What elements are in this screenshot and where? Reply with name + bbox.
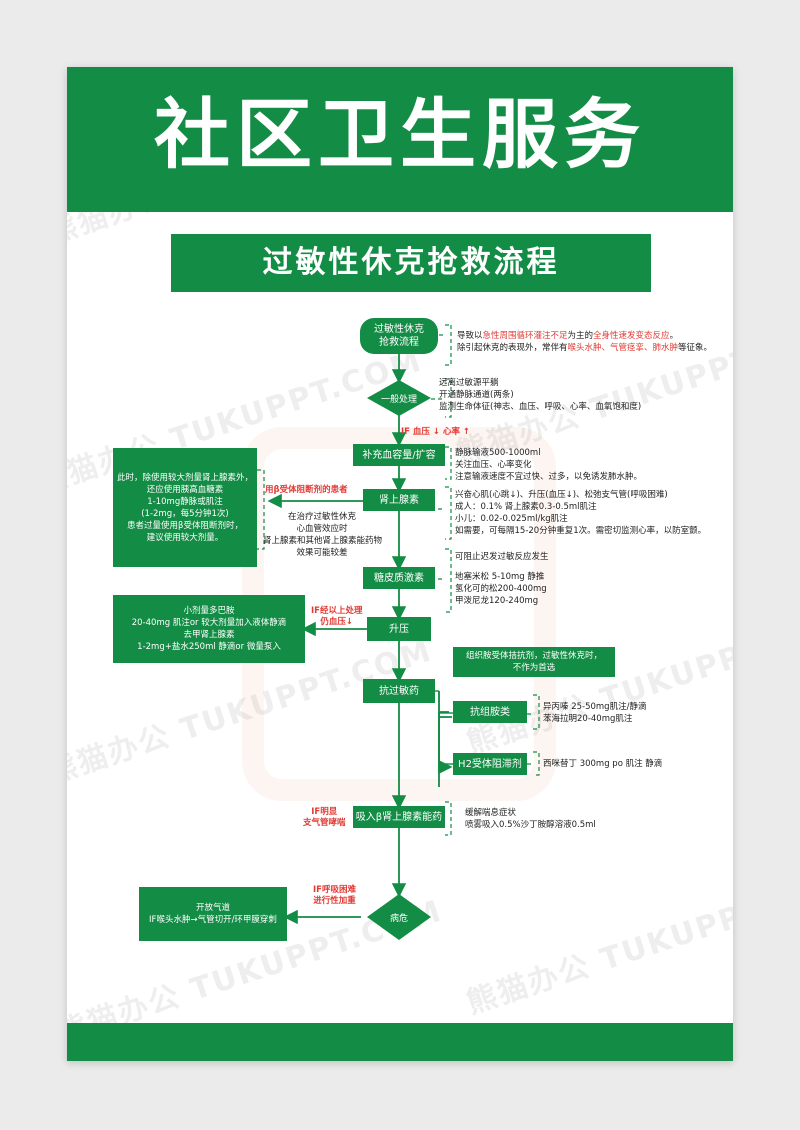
flow-antihistamine: 抗组胺类 xyxy=(453,701,527,723)
note-text: 等征象。 xyxy=(678,343,713,353)
note-line: 可阻止迟发过敏反应发生 xyxy=(455,552,549,562)
note-line: 静脉输液500-1000ml xyxy=(455,448,541,458)
note-line: 喷雾吸入0.5%沙丁胺醇溶液0.5ml xyxy=(465,820,596,830)
note-line: 开通静脉通道(两条) xyxy=(439,390,514,400)
note-line: 甲泼尼龙120-240mg xyxy=(455,596,539,606)
flow-pressor: 升压 xyxy=(367,617,431,641)
note-line: 成人：0.1% 肾上腺素0.3-0.5ml肌注 xyxy=(455,502,597,512)
note-general: 远离过敏源平躺 开通静脉通道(两条) 监测生命体征(神志、血压、呼吸、心率、血氧… xyxy=(439,377,641,413)
note-line: 异丙嗪 25-50mg肌注/静滴 xyxy=(543,702,647,712)
note-inhaled: 缓解喘息症状 喷雾吸入0.5%沙丁胺醇溶液0.5ml xyxy=(465,807,596,831)
note-line: 去甲肾上腺素 xyxy=(183,630,235,640)
poster: 熊猫办公 TUKUPPT.COM 熊猫办公 TUKUPPT.COM 熊猫办公 T… xyxy=(67,67,733,1061)
condition-line: IF经以上处理 xyxy=(311,606,363,616)
note-text: 。 xyxy=(669,331,679,341)
note-beta-blocker-treatment: 此时，除使用较大剂量肾上腺素外， 还应使用胰高血糖素 1-10mg静脉或肌注 (… xyxy=(113,448,257,567)
condition-dyspnea: IF呼吸困难 进行性加重 xyxy=(313,885,356,907)
flow-connectors xyxy=(257,324,540,940)
footer-band xyxy=(67,1023,733,1061)
note-line: (1-2mg，每5分钟1次) xyxy=(141,508,229,519)
note-antihistamine-info: 组织胺受体拮抗剂，过敏性休克时， 不作为首选 xyxy=(453,647,615,677)
header-band: 社区卫生服务 xyxy=(67,67,733,212)
note-line: 小儿：0.02-0.025ml/kg肌注 xyxy=(455,514,568,524)
note-text: 为主的 xyxy=(567,331,594,341)
flow-inhaled-beta: 吸入β肾上腺素能药 xyxy=(353,806,445,828)
condition-line: 进行性加重 xyxy=(313,896,356,906)
note-line: 除引起休克的表现外，常伴有喉头水肿、气管痉挛、肺水肿等征象。 xyxy=(457,342,712,354)
note-line: 建议使用较大剂量。 xyxy=(146,532,224,543)
condition-line: 支气管哮喘 xyxy=(303,818,346,828)
note-line: 效果可能较差 xyxy=(296,548,348,558)
note-line: 缓解喘息症状 xyxy=(465,808,517,818)
bracket xyxy=(431,378,452,418)
note-epinephrine: 兴奋心肌(心跳↓)、升压(血压↓)、松弛支气管(呼吸困难) 成人：0.1% 肾上… xyxy=(455,489,706,537)
flow-h2-blocker: H2受体阻滞剂 xyxy=(453,753,527,775)
note-line: 导致以急性周围循环灌注不足为主的全身性速发变态反应。 xyxy=(457,330,712,342)
note-line: 患者过量使用β受体阻断剂时， xyxy=(127,520,243,531)
note-text: 导致以 xyxy=(457,331,483,341)
note-line: 地塞米松 5-10mg 静推 xyxy=(455,572,545,582)
condition-bronchospasm: IF明显 支气管哮喘 xyxy=(303,807,346,829)
note-steroid: 可阻止迟发过敏反应发生 地塞米松 5-10mg 静推 氢化可的松200-400m… xyxy=(455,551,549,607)
note-line: 苯海拉明20-40mg肌注 xyxy=(543,714,633,724)
note-beta-blocker-effect: 在治疗过敏性休克 心血管效应时 肾上腺素和其他肾上腺素能药物 效果可能较差 xyxy=(263,511,383,559)
decision-diamond xyxy=(367,894,431,940)
flow-critical: 病危 xyxy=(389,914,408,924)
note-line: 注意输液速度不宜过快、过多，以免诱发肺水肿。 xyxy=(455,472,643,482)
flow-general-care: 一般处理 xyxy=(380,395,417,405)
condition-bp-low: IF 血压 ↓ 心率 ↑ xyxy=(401,427,471,437)
decision-diamond xyxy=(367,380,431,416)
flow-start: 过敏性休克 抢救流程 xyxy=(360,318,438,354)
flow-epinephrine: 肾上腺素 xyxy=(363,489,435,511)
note-text: 除引起休克的表现外，常伴有 xyxy=(457,343,568,353)
note-line: 兴奋心肌(心跳↓)、升压(血压↓)、松弛支气管(呼吸困难) xyxy=(455,490,668,500)
page-title: 社区卫生服务 xyxy=(154,90,646,179)
note-line: 远离过敏源平躺 xyxy=(439,378,499,388)
flow-steroid: 糖皮质激素 xyxy=(363,567,435,589)
note-line: 此时，除使用较大剂量肾上腺素外， xyxy=(116,472,253,483)
flow-antiallergy: 抗过敏药 xyxy=(363,679,435,703)
flow-fluid: 补充血容量/扩容 xyxy=(353,444,445,466)
note-h2: 西咪替丁 300mg po 肌注 静滴 xyxy=(543,759,663,769)
note-line: 不作为首选 xyxy=(512,663,556,673)
note-line: 开放气道 xyxy=(195,903,230,913)
note-airway: 开放气道 IF喉头水肿→气管切开/环甲膜穿刺 xyxy=(139,887,287,941)
note-highlight: 急性周围循环灌注不足 xyxy=(482,331,568,341)
note-line: 监测生命体征(神志、血压、呼吸、心率、血氧饱和度) xyxy=(439,402,642,412)
note-fluid: 静脉输液500-1000ml 关注血压、心率变化 注意输液速度不宜过快、过多，以… xyxy=(455,447,642,483)
note-line: 心血管效应时 xyxy=(296,524,348,534)
note-line: 肾上腺素和其他肾上腺素能药物 xyxy=(263,536,383,546)
note-line: 1-10mg静脉或肌注 xyxy=(147,496,223,507)
condition-line: IF明显 xyxy=(311,807,338,817)
note-line: IF喉头水肿→气管切开/环甲膜穿刺 xyxy=(149,915,277,925)
note-line: 小剂量多巴胺 xyxy=(183,606,235,616)
bracket xyxy=(439,324,452,366)
note-antihistamine: 异丙嗪 25-50mg肌注/静滴 苯海拉明20-40mg肌注 xyxy=(543,701,646,725)
note-highlight: 喉头水肿、气管痉挛、肺水肿 xyxy=(567,343,679,353)
condition-line: 仍血压↓ xyxy=(320,617,354,627)
note-line: 如需要，可每隔15-20分钟重复1次。需密切监测心率，以防室颤。 xyxy=(455,526,707,536)
bracket xyxy=(257,469,265,550)
note-line: 氢化可的松200-400mg xyxy=(455,584,547,594)
condition-beta-blocker: 用β受体阻断剂的患者 xyxy=(265,485,348,495)
bracket xyxy=(527,694,540,730)
note-line: 1-2mg+盐水250ml 静滴or 微量泵入 xyxy=(137,642,281,652)
note-highlight: 全身性速发变态反应 xyxy=(593,331,670,341)
condition-line: IF呼吸困难 xyxy=(313,885,356,895)
note-line: 20-40mg 肌注or 较大剂量加入液体静滴 xyxy=(131,618,287,628)
flow-title: 过敏性休克抢救流程 xyxy=(171,234,651,292)
note-intro: 导致以急性周围循环灌注不足为主的全身性速发变态反应。 除引起休克的表现外，常伴有… xyxy=(457,330,712,354)
note-line: 还应使用胰高血糖素 xyxy=(146,484,224,495)
bracket xyxy=(527,751,540,776)
note-line: 组织胺受体拮抗剂，过敏性休克时， xyxy=(465,651,602,661)
note-line xyxy=(455,563,549,571)
note-line: 在治疗过敏性休克 xyxy=(287,512,356,522)
note-pressor-drugs: 小剂量多巴胺 20-40mg 肌注or 较大剂量加入液体静滴 去甲肾上腺素 1-… xyxy=(113,595,305,663)
condition-still-low: IF经以上处理 仍血压↓ xyxy=(311,606,362,628)
note-line: 关注血压、心率变化 xyxy=(455,460,532,470)
